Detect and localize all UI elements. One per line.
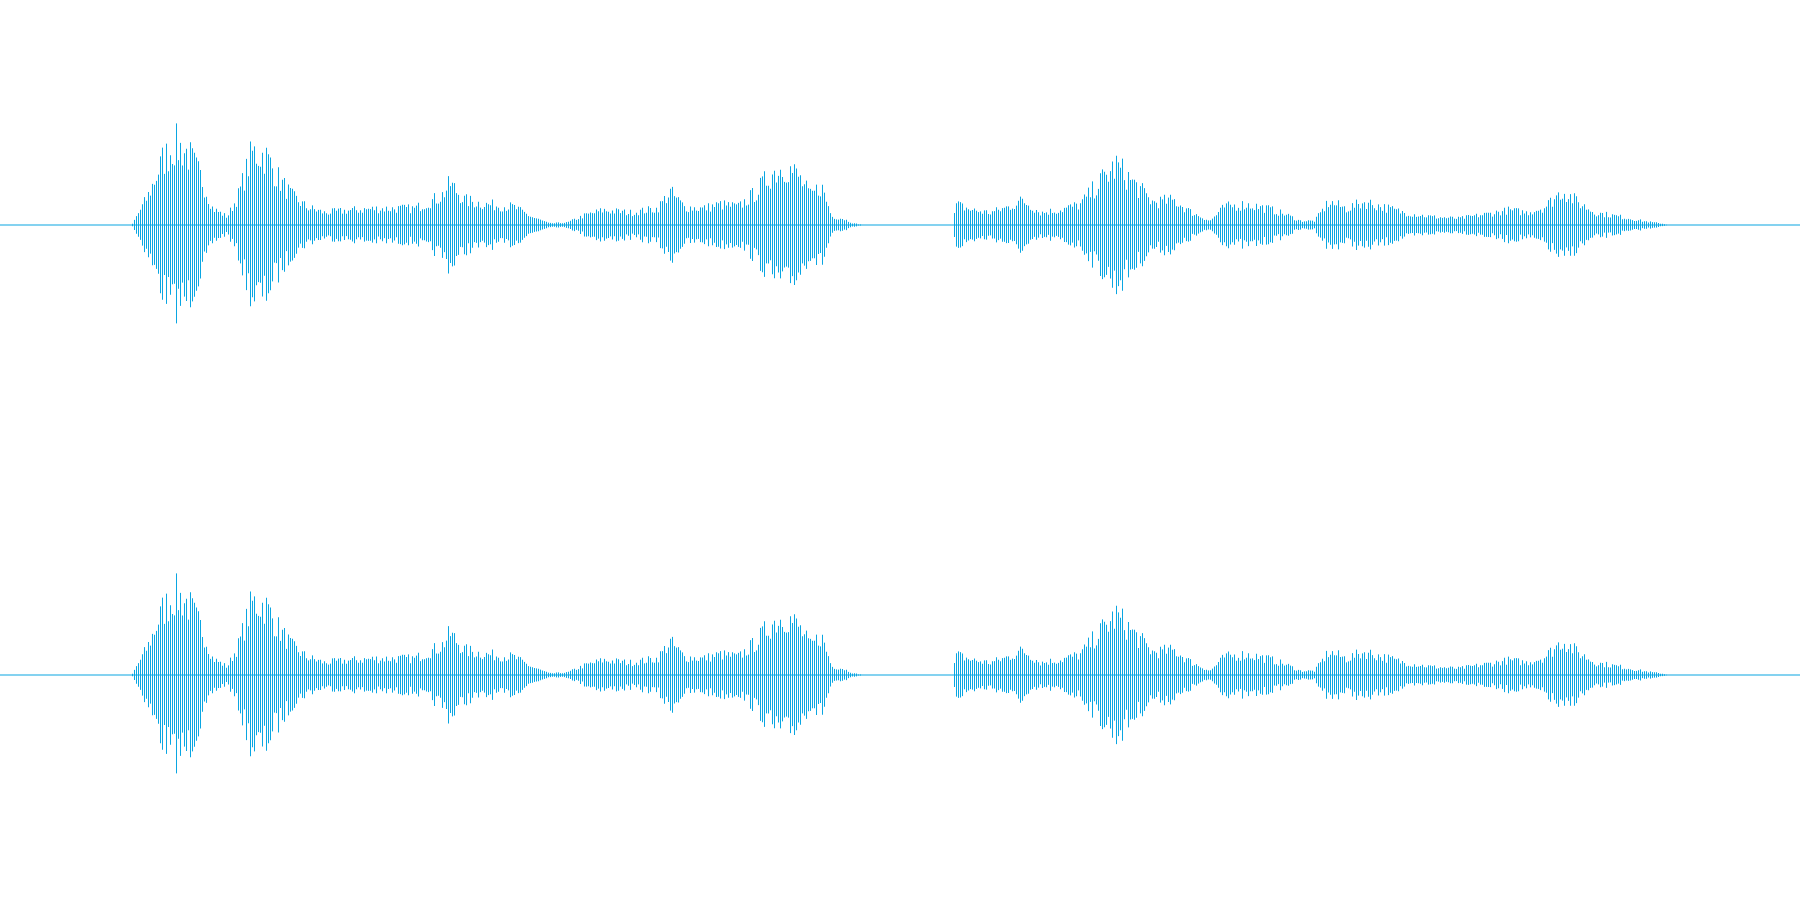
waveform-samples (132, 123, 1667, 324)
waveform-samples (132, 573, 1667, 774)
waveform-channel-right (0, 573, 1800, 774)
waveform-channel-left (0, 123, 1800, 324)
